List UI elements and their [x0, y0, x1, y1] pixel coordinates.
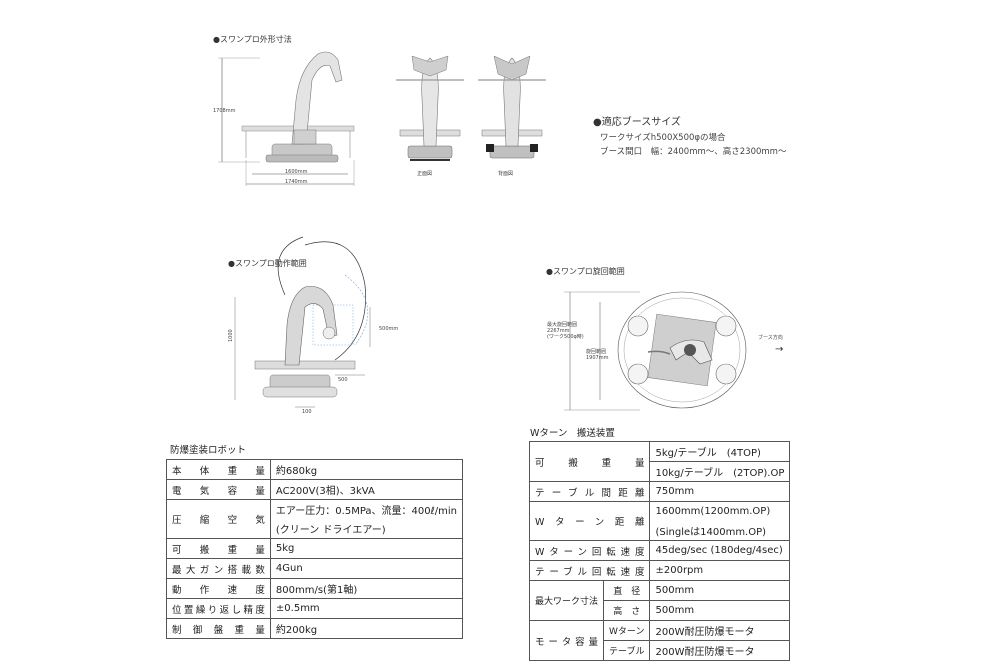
- table-row: テーブル 200W耐圧防爆モータ: [530, 640, 791, 661]
- row-label: 可搬重量: [528, 441, 651, 482]
- row-sublabel: テーブル: [603, 640, 651, 661]
- arrow-right-icon: →: [775, 344, 784, 355]
- motion-height-label: 1000: [228, 329, 234, 342]
- table-row: 制御盤重量 約200kg: [166, 618, 464, 639]
- motion-caption: ●スワンプロ動作範囲: [228, 259, 307, 268]
- table-row: テーブル間距離 750mm: [528, 481, 791, 502]
- row-value: 750mm: [649, 481, 791, 502]
- outline-width-inner-label: 1600mm: [285, 169, 308, 175]
- row-label: 圧縮空気: [166, 499, 271, 539]
- row-label: モータ容量: [528, 620, 605, 661]
- row-value: 45deg/sec (180deg/4sec): [649, 540, 791, 561]
- row-label: 電気容量: [166, 479, 271, 500]
- table-row: 高 さ 500mm: [530, 600, 791, 621]
- table-row: Wターン回転速度 45deg/sec (180deg/4sec): [528, 540, 791, 561]
- row-value: AC200V(3相)、3kVA: [269, 479, 464, 500]
- row-value: 1600mm(1200mm.OP): [649, 501, 791, 521]
- table-row: 可搬重量 5kg/テーブル (4TOP): [528, 441, 791, 482]
- row-value: 4Gun: [269, 558, 464, 579]
- outline-width-outer-label: 1740mm: [285, 179, 308, 185]
- row-value: 500mm: [649, 600, 791, 621]
- row-value: 500mm: [649, 580, 791, 601]
- motion-work-height-label: 500mm: [379, 326, 399, 332]
- row-value-2: (Singleは1400mm.OP): [649, 521, 791, 541]
- wturn-spec-table: 可搬重量 5kg/テーブル (4TOP) 10kg/テーブル (2TOP).OP…: [528, 441, 791, 661]
- rotation-range-label: 旋回範囲 1907mm: [586, 349, 609, 361]
- row-label: 動作速度: [166, 578, 271, 599]
- outline-caption: ●スワンプロ外形寸法: [213, 35, 292, 44]
- row-value: エアー圧力：0.5MPa、流量：400ℓ/min: [269, 499, 464, 519]
- table-row: 動作速度 800mm/s(第1軸): [166, 578, 464, 599]
- table-row: 可搬重量 5kg: [166, 538, 464, 559]
- row-value-2: 10kg/テーブル (2TOP).OP: [649, 461, 791, 482]
- rotation-caption: ●スワンプロ旋回範囲: [546, 267, 625, 276]
- outline-back-view: [478, 55, 546, 159]
- row-value: 200W耐圧防爆モータ: [649, 640, 791, 661]
- table-row: Wターン距離 1600mm(1200mm.OP): [528, 501, 791, 541]
- row-label: 最大ワーク寸法: [528, 580, 605, 621]
- table-row: 最大ガン搭載数 4Gun: [166, 558, 464, 579]
- front-view-label: 正面図: [417, 171, 433, 177]
- row-sublabel: 直 径: [603, 580, 651, 601]
- table-row: 位置繰り返し精度 ±0.5mm: [166, 598, 464, 619]
- table-row: 圧縮空気 エアー圧力：0.5MPa、流量：400ℓ/min: [166, 499, 464, 539]
- row-label: 位置繰り返し精度: [166, 598, 271, 619]
- booth-line2: ブース間口 幅：2400mm〜、高さ2300mm〜: [600, 147, 787, 157]
- table-row: テーブル回転速度 ±200rpm: [528, 560, 791, 581]
- robot-spec-table: 本体重量 約680kg 電気容量 AC200V(3相)、3kVA 圧縮空気 エア…: [166, 459, 464, 639]
- booth-title: ●適応ブースサイズ: [593, 117, 681, 128]
- row-label: 最大ガン搭載数: [166, 558, 271, 579]
- robot-table-title: 防爆塗装ロボット: [170, 445, 247, 456]
- row-label: テーブル回転速度: [528, 560, 651, 581]
- row-label: 制御盤重量: [166, 618, 271, 639]
- motion-work-width-label: 500: [338, 377, 348, 383]
- max-rotation-range-label: 最大旋回範囲 2267mm (ワーク500φ時): [547, 322, 584, 340]
- row-value: 約200kg: [269, 618, 464, 639]
- row-value-2: (クリーン ドライエアー): [269, 519, 464, 539]
- row-value: 200W耐圧防爆モータ: [649, 620, 791, 641]
- table-row: 最大ワーク寸法 直 径 500mm: [528, 580, 791, 621]
- row-value: 約680kg: [269, 459, 464, 480]
- back-view-label: 背面図: [498, 171, 514, 177]
- row-sublabel: 高 さ: [603, 600, 651, 621]
- rotation-range-drawing: [564, 291, 747, 411]
- row-label: Wターン回転速度: [528, 540, 651, 561]
- outline-height-label: 1708mm: [213, 108, 236, 114]
- row-value: ±0.5mm: [269, 598, 464, 619]
- table-row: 電気容量 AC200V(3相)、3kVA: [166, 479, 464, 500]
- table-row: モータ容量 Wターン 200W耐圧防爆モータ: [528, 620, 791, 661]
- row-value: 800mm/s(第1軸): [269, 578, 464, 599]
- row-value: ±200rpm: [649, 560, 791, 581]
- motion-base-label: 100: [302, 409, 312, 415]
- booth-line1: ワークサイズh500X500φの場合: [600, 133, 726, 143]
- table-row: 本体重量 約680kg: [166, 459, 464, 480]
- wturn-table-title: Wターン 搬送装置: [530, 428, 615, 439]
- row-label: Wターン距離: [528, 501, 651, 541]
- row-value: 5kg/テーブル (4TOP): [649, 441, 791, 462]
- booth-direction-label: ブース方向: [758, 335, 783, 341]
- row-sublabel: Wターン: [603, 620, 651, 641]
- row-label: 本体重量: [166, 459, 271, 480]
- outline-front-view: [396, 55, 464, 161]
- row-value: 5kg: [269, 538, 464, 559]
- motion-range-drawing: [234, 236, 371, 408]
- row-label: テーブル間距離: [528, 481, 651, 502]
- row-label: 可搬重量: [166, 538, 271, 559]
- outline-side-view: [218, 51, 355, 186]
